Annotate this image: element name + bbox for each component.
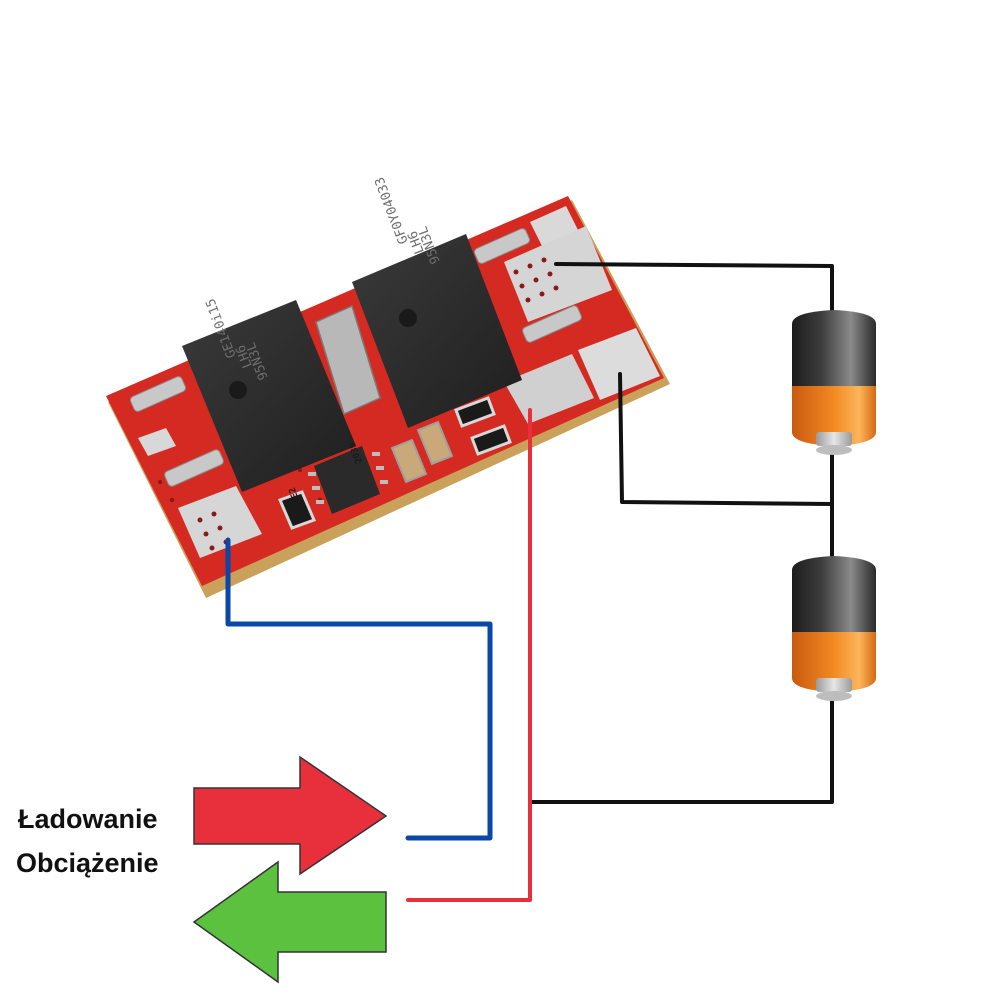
wire-b-plus [554,262,834,314]
pad-b-mid [504,226,612,322]
mosfet-right-dot [399,309,417,327]
battery-icon [792,310,876,386]
smd-capacitors [390,420,454,484]
battery-icon [792,556,876,632]
smd-resistor-3: EEI [470,424,512,456]
drain-tab [315,304,381,416]
mosfet-right-line3: GF0Y04033 [372,175,411,246]
pad-b-minus [504,354,594,424]
load-arrow-icon [192,860,387,984]
control-ic: 2039 [308,441,388,514]
load-label: Obciążenie [16,848,159,878]
bms-protection-board: 95N3L LH6 GE140i15 95N3L LH6 GF0Y04033 2… [106,175,670,598]
wire-positive [406,408,532,902]
mosfet-left-dot [229,381,247,399]
wire-negative [225,537,493,841]
charge-label: Ładowanie [18,804,158,834]
pad-p-small [138,428,176,456]
cell-wiring [528,262,834,804]
wire-b-mid [618,372,834,506]
pad-b-right [578,328,660,400]
smd-resistor-2: EEI [454,396,496,428]
wire-b-minus [528,700,834,804]
charge-arrow-icon [193,755,388,876]
battery-cell-top [792,310,876,455]
pad-p-minus [178,486,262,558]
mosfet-leads [129,228,582,487]
battery-cell-bottom [792,556,876,701]
smd-resistor-1: 1E2 [277,486,317,530]
via-holes [157,257,559,551]
